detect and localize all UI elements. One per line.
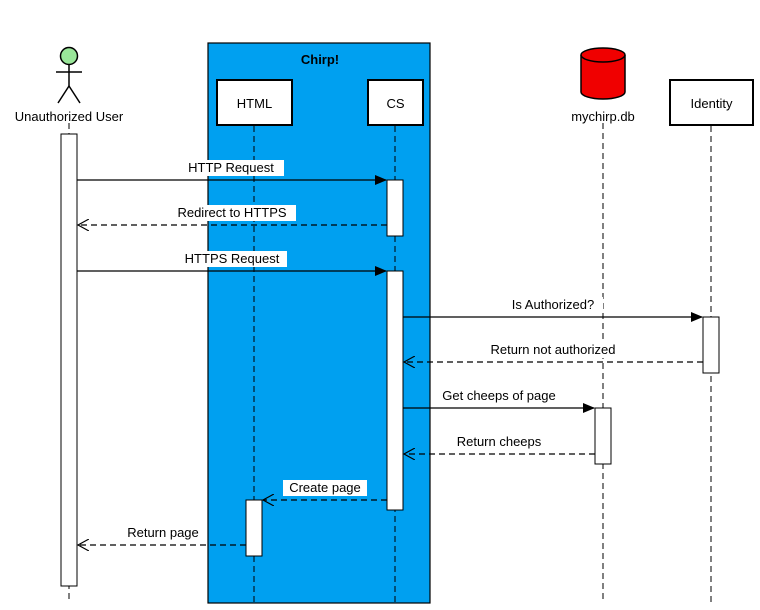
actor-label: Unauthorized User (15, 109, 124, 124)
database-label: mychirp.db (571, 109, 635, 124)
cs-participant-box (367, 79, 424, 126)
get-cheeps-label: Get cheeps of page (442, 388, 555, 403)
not-authorized-label: Return not authorized (490, 342, 615, 357)
http-request-label: HTTP Request (188, 160, 274, 175)
html-activation-bar (245, 499, 263, 557)
return-page-label: Return page (127, 525, 199, 540)
user-actor-icon (56, 46, 82, 104)
create-page-label: Create page (289, 480, 361, 495)
identity-activation-bar (702, 316, 720, 374)
redirect-label: Redirect to HTTPS (177, 205, 286, 220)
html-participant-box (216, 79, 293, 126)
cs-activation-bar-2 (386, 270, 404, 511)
cs-activation-bar-1 (386, 179, 404, 237)
html-participant-label: HTML (237, 96, 272, 111)
chirp-group-label: Chirp! (301, 52, 339, 67)
is-authorized-label: Is Authorized? (512, 297, 594, 312)
actor-activation-bar (60, 133, 78, 587)
return-cheeps-label: Return cheeps (457, 434, 542, 449)
identity-participant-label: Identity (691, 96, 733, 111)
cs-participant-label: CS (386, 96, 404, 111)
https-request-label: HTTPS Request (185, 251, 280, 266)
identity-participant-box (669, 79, 754, 126)
database-icon (580, 47, 626, 100)
db-activation-bar (594, 407, 612, 465)
